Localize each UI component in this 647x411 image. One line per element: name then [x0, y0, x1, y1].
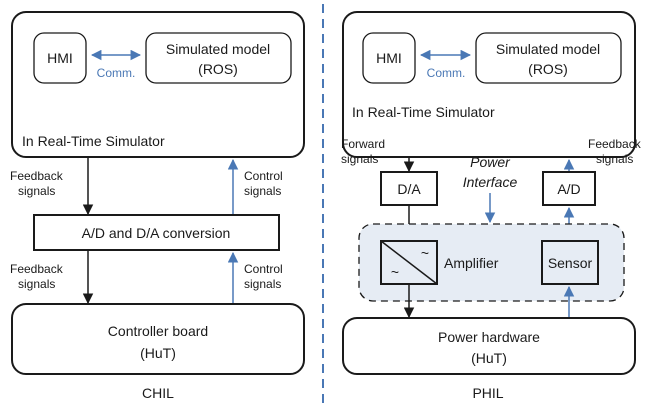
phil-amplifier-label: Amplifier	[444, 255, 499, 271]
phil-power-hardware-box	[342, 317, 636, 375]
phil-sensor-label: Sensor	[548, 255, 593, 271]
phil-simulator-label: In Real-Time Simulator	[352, 104, 495, 120]
phil-power-interface-label-1: Power	[470, 154, 511, 170]
chil-simulator-label: In Real-Time Simulator	[22, 133, 165, 149]
phil-power-hardware-label-2: (HuT)	[471, 350, 507, 366]
phil-caption: PHIL	[472, 385, 503, 401]
phil-ad-label: A/D	[557, 181, 580, 197]
svg-text:~: ~	[421, 245, 429, 261]
phil-sensor-box	[541, 240, 599, 285]
phil-power-hardware-label-1: Power hardware	[438, 329, 540, 345]
phil-ad-box	[542, 171, 596, 206]
chil-hmi-box	[33, 32, 87, 84]
phil-power-interface-label-2: Interface	[463, 174, 518, 190]
chil-conversion-box	[33, 214, 280, 251]
phil-hmi-box	[362, 32, 416, 84]
phil-model-label-1: Simulated model	[496, 41, 600, 57]
phil-comm-label: Comm.	[427, 66, 466, 80]
chil-panel: HMI Simulated model (ROS) Comm. In Real-…	[10, 11, 305, 401]
chil-hmi-label: HMI	[47, 50, 73, 66]
chil-simulator-box	[11, 11, 305, 158]
phil-simulator-box	[342, 11, 636, 158]
chil-control-top-1: Control	[244, 169, 283, 183]
phil-power-interface-region	[358, 223, 625, 302]
chil-conversion-label: A/D and D/A conversion	[82, 225, 231, 241]
phil-feedback-label-1: Feedback	[588, 137, 642, 151]
chil-feedback-bottom-2: signals	[18, 277, 55, 291]
chil-control-bottom-1: Control	[244, 262, 283, 276]
chil-feedback-bottom-1: Feedback	[10, 262, 64, 276]
phil-model-box	[475, 32, 622, 84]
chil-controller-label-1: Controller board	[108, 323, 208, 339]
chil-model-box	[145, 32, 292, 84]
svg-text:~: ~	[391, 264, 399, 280]
chil-feedback-top-2: signals	[18, 184, 55, 198]
chil-comm-label: Comm.	[97, 66, 136, 80]
chil-feedback-top-1: Feedback	[10, 169, 64, 183]
phil-model-label-2: (ROS)	[528, 61, 568, 77]
phil-forward-label-2: signals	[341, 152, 378, 166]
chil-controller-box	[11, 303, 305, 375]
chil-caption: CHIL	[142, 385, 174, 401]
chil-controller-label-2: (HuT)	[140, 345, 176, 361]
phil-forward-label-1: Forward	[341, 137, 385, 151]
chil-model-label-2: (ROS)	[198, 61, 238, 77]
phil-feedback-label-2: signals	[596, 152, 633, 166]
phil-panel: HMI Simulated model (ROS) Comm. In Real-…	[341, 11, 642, 401]
chil-model-label-1: Simulated model	[166, 41, 270, 57]
phil-da-label: D/A	[397, 181, 421, 197]
chil-control-top-2: signals	[244, 184, 281, 198]
chil-control-bottom-2: signals	[244, 277, 281, 291]
phil-hmi-label: HMI	[376, 50, 402, 66]
